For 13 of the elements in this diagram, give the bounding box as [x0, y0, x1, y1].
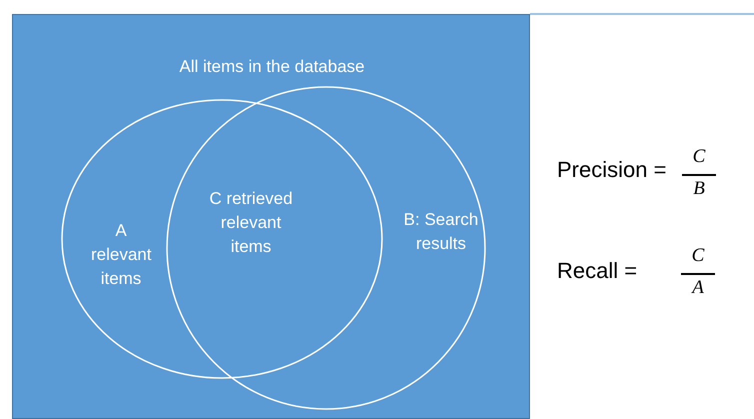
denominator: B: [692, 178, 706, 200]
numerator: C: [692, 146, 706, 168]
denominator: A: [690, 277, 705, 299]
recall-label: Recall =: [557, 258, 638, 284]
venn-circle: [61, 99, 383, 379]
diagram-heading: All items in the database: [178, 56, 366, 78]
numerator: C: [690, 245, 706, 267]
set-label: A relevant items: [91, 220, 151, 290]
precision-label: Precision =: [557, 157, 666, 183]
intersection-label: C retrieved relevant items: [208, 188, 294, 258]
venn-circle: [166, 86, 486, 410]
set-label: B: Search results: [402, 209, 480, 255]
database-rectangle: [12, 14, 530, 419]
